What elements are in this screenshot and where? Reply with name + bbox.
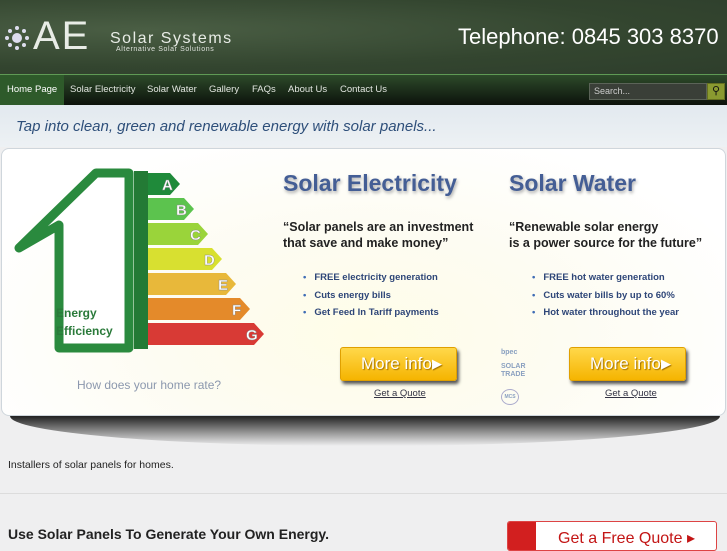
rating-letter: E (218, 277, 228, 294)
list-item: Cuts water bills by up to 60% (532, 290, 679, 308)
solar-water-title[interactable]: Solar Water (509, 170, 636, 196)
list-item: Hot water throughout the year (532, 307, 679, 325)
quote-line: that save and make money” (283, 236, 449, 250)
rating-bar-G (148, 323, 264, 345)
free-quote-button[interactable]: Get a Free Quote ▸ (507, 521, 717, 551)
electricity-benefits: FREE electricity generation Cuts energy … (303, 272, 439, 325)
site-header: AE Solar Systems Alternative Solar Solut… (0, 0, 727, 74)
electricity-more-info-button[interactable]: More info▶ (340, 347, 457, 381)
nav-about[interactable]: About Us (288, 84, 328, 95)
solar-electricity-title[interactable]: Solar Electricity (283, 170, 457, 196)
list-item: FREE hot water generation (532, 272, 679, 290)
section-heading: Use Solar Panels To Generate Your Own En… (8, 526, 330, 542)
rating-bar-C (148, 223, 208, 245)
nav-gallery[interactable]: Gallery (209, 84, 240, 95)
mcs-logo: MCS (501, 389, 519, 405)
panel-shadow (10, 416, 720, 446)
logo-mark[interactable]: AE (33, 14, 91, 58)
water-benefits: FREE hot water generation Cuts water bil… (532, 272, 679, 325)
button-label: More info (590, 354, 661, 373)
rating-bar-D (148, 248, 222, 270)
nav-contact[interactable]: Contact Us (340, 84, 387, 95)
rating-letter: D (204, 252, 215, 269)
search-icon: ⚲ (711, 85, 721, 97)
list-item: Cuts energy bills (303, 290, 439, 308)
home-rate-question[interactable]: How does your home rate? (77, 378, 222, 392)
rating-bar-B (148, 198, 194, 220)
play-arrow-icon: ▶ (432, 356, 442, 371)
electricity-get-quote-link[interactable]: Get a Quote (374, 388, 426, 399)
button-label: More info (361, 354, 432, 373)
electricity-quote: “Solar panels are an investment that save… (283, 219, 503, 251)
quote-line: “Renewable solar energy (509, 220, 659, 234)
rating-letter: A (162, 177, 173, 194)
quote-line: “Solar panels are an investment (283, 220, 474, 234)
energy-label-line2: Efficiency (56, 324, 113, 338)
water-more-info-button[interactable]: More info▶ (569, 347, 686, 381)
list-item: FREE electricity generation (303, 272, 439, 290)
nav-solar-water[interactable]: Solar Water (147, 84, 197, 95)
tagline-bar (0, 105, 727, 147)
water-get-quote-link[interactable]: Get a Quote (605, 388, 657, 399)
rating-bar-F (148, 298, 250, 320)
rating-letter: G (246, 327, 258, 344)
nav-solar-electricity[interactable]: Solar Electricity (70, 84, 136, 95)
accreditation-logos: bpec SOLAR TRADE MCS (501, 347, 527, 405)
free-quote-label: Get a Free Quote ▸ (558, 530, 695, 547)
nav-faqs[interactable]: FAQs (252, 84, 276, 95)
rating-letter: F (232, 302, 241, 319)
telephone: Telephone: 0845 303 8370 (458, 24, 719, 49)
energy-label-line1: Energy (56, 306, 97, 320)
sun-logo-icon (5, 26, 29, 50)
intro-text: Installers of solar panels for homes. (8, 459, 174, 471)
sun-icon (508, 522, 536, 550)
logo-tagline: Alternative Solar Solutions (116, 46, 215, 53)
rating-bar-A (148, 173, 180, 195)
rating-bar-E (148, 273, 236, 295)
list-item: Get Feed In Tariff payments (303, 307, 438, 325)
water-quote: “Renewable solar energy is a power source… (509, 219, 727, 251)
rating-letter: B (176, 202, 187, 219)
quote-line: is a power source for the future” (509, 236, 703, 250)
main-nav: Home Page Solar Electricity Solar Water … (0, 74, 727, 105)
play-arrow-icon: ▶ (661, 356, 671, 371)
solar-trade-logo: SOLAR TRADE (501, 363, 526, 378)
nav-home[interactable]: Home Page (0, 75, 65, 105)
search-input[interactable]: Search... (589, 83, 707, 100)
divider (0, 493, 727, 494)
bpec-logo: bpec (501, 349, 518, 356)
rating-letter: C (190, 227, 201, 244)
search-button[interactable]: ⚲ (707, 83, 725, 100)
tagline: Tap into clean, green and renewable ener… (16, 118, 437, 135)
logo-name: Solar Systems (110, 30, 233, 47)
